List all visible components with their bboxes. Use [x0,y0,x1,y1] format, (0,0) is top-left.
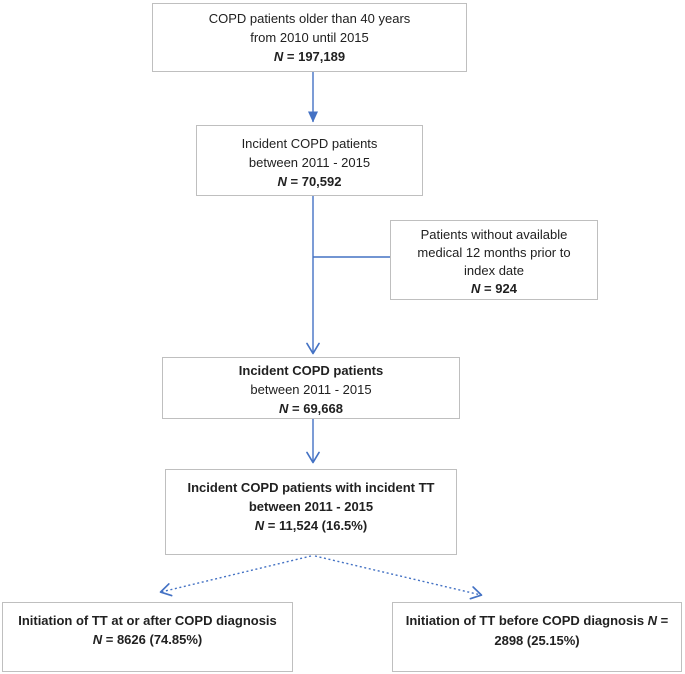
box-text-line: between 2011 - 2015 [248,155,371,170]
box-text-line: Incident COPD patients [238,363,384,378]
box-text-line: Incident COPD patients with incident TT [187,480,435,495]
box-text-line: N = 8626 (74.85%) [92,632,203,647]
box-text-line: Initiation of TT before COPD diagnosis N… [405,613,669,648]
box-text-line: N = 11,524 (16.5%) [254,518,368,533]
dotted-arrow-to-tt-after [159,555,312,597]
flow-box-tt-at-or-after: Initiation of TT at or after COPD diagno… [2,602,293,672]
box-text-line: N = 924 [471,281,517,296]
box-text-line: N = 197,189 [273,49,346,64]
flow-box-incident-after-exclusion: Incident COPD patients between 2011 - 201… [162,357,460,419]
box-text-line: between 2011 - 2015 [250,382,372,397]
flow-box-incident-tt: Incident COPD patients with incident TT b… [165,469,457,555]
flow-box-excluded-patients: Patients without available medical 12 mon… [390,220,598,300]
dotted-arrow-to-tt-before [314,555,483,600]
box-text-line: COPD patients older than 40 years [208,11,411,26]
box-text-line: N = 70,592 [277,174,342,189]
flow-box-initial-population: COPD patients older than 40 years from 20… [152,3,467,72]
box-text-line: Initiation of TT at or after COPD diagno… [18,613,277,628]
box-text-line: index date [464,263,524,278]
box-text-line: Incident COPD patients [241,136,378,151]
box-text-line: from 2010 until 2015 [250,30,369,45]
box-text-line: N = 69,668 [279,401,343,416]
flow-box-incident-copd: Incident COPD patients between 2011 - 201… [196,125,423,196]
flow-box-tt-before: Initiation of TT before COPD diagnosis N… [392,602,682,672]
box-text-line: between 2011 - 2015 [248,499,374,514]
box-text-line: medical 12 months prior to [417,245,571,260]
box-text-line: Patients without available [420,227,568,242]
